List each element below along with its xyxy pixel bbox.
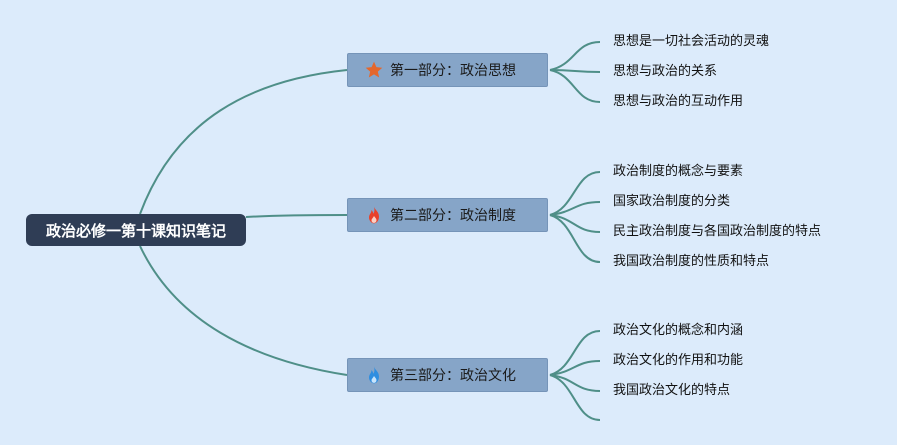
subtopic-item[interactable]: 我国政治文化的特点 [613,383,731,398]
subtopic-item[interactable]: 思想与政治的关系 [613,64,718,79]
subtopic-item[interactable]: 思想是一切社会活动的灵魂 [613,34,770,49]
fire-icon [364,205,384,225]
branch-2-label: 第二部分：政治制度 [390,208,516,224]
subtopic-item[interactable]: 民主政治制度与各国政治制度的特点 [613,224,822,239]
branch-1-child-2-link [549,69,601,73]
branch-1-child-1-link [549,41,601,71]
star-icon [364,60,384,80]
subtopic-item[interactable]: 国家政治制度的分类 [613,194,731,209]
branch-3-label: 第三部分：政治文化 [390,368,516,384]
branch-2-child-1-link [549,171,601,216]
branch-topic-3[interactable]: 第三部分：政治文化 [347,358,548,392]
branch-topic-2[interactable]: 第二部分：政治制度 [347,198,548,232]
branch-3-child-3-link [549,374,601,392]
water-drop-icon [364,365,384,385]
root-to-branch-3-link [139,245,348,376]
branch-2-child-2-link [549,201,601,216]
branch-2-child-3-link [549,214,601,233]
subtopic-item[interactable]: 政治文化的作用和功能 [613,353,744,368]
subtopic-item[interactable]: 思想与政治的互动作用 [613,94,744,109]
branch-3-child-2-link [549,360,601,376]
branch-2-child-4-link [549,214,601,263]
branch-3-child-4-link [549,374,601,421]
branch-3-child-1-link [549,330,601,376]
branch-1-label: 第一部分：政治思想 [390,63,516,79]
branch-1-child-3-link [549,69,601,103]
subtopic-item[interactable]: 政治文化的概念和内涵 [613,323,744,338]
branch-topic-1[interactable]: 第一部分：政治思想 [347,53,548,87]
subtopic-item[interactable]: 我国政治制度的性质和特点 [613,254,770,269]
subtopic-item[interactable]: 政治制度的概念与要素 [613,164,744,179]
root-to-branch-2-link [245,214,348,218]
root-topic[interactable]: 政治必修一第十课知识笔记 [26,214,246,246]
root-to-branch-1-link [139,69,348,215]
